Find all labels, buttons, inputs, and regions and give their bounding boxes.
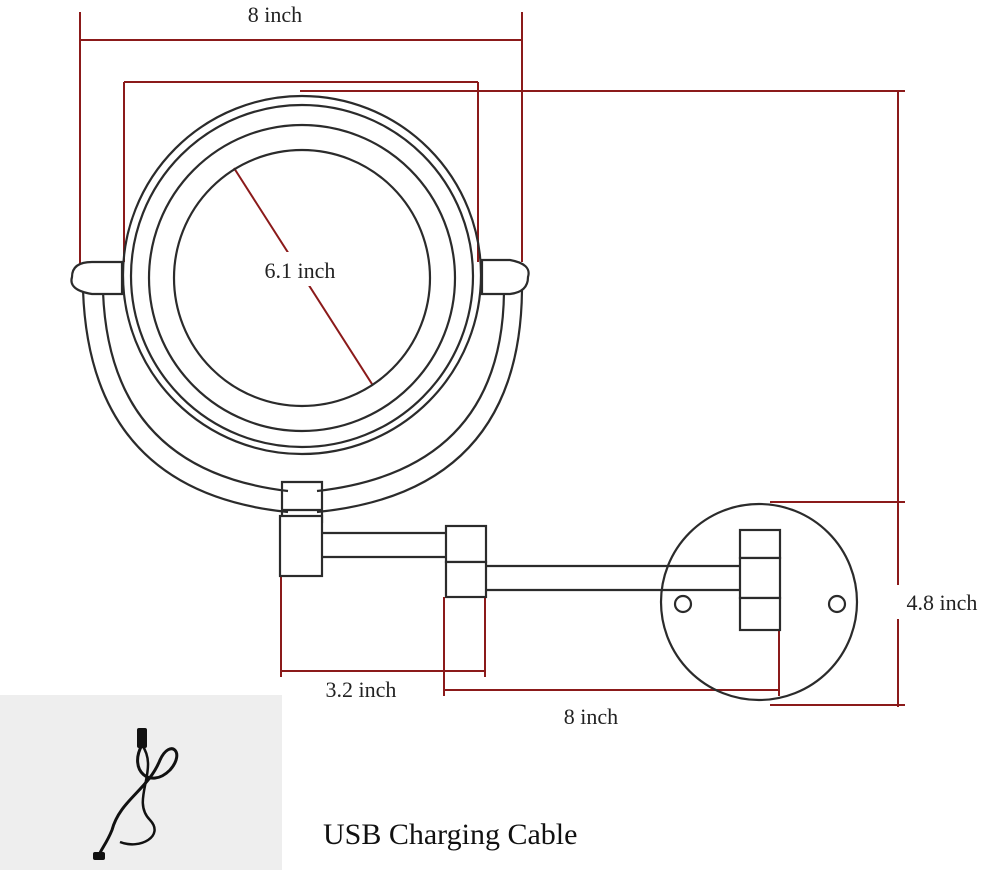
mirror-frame-outer <box>121 94 483 456</box>
support-bracket-inner <box>101 291 506 493</box>
cable-wire <box>96 744 179 859</box>
usb-plug <box>137 728 147 748</box>
dim-arm-short-label: 3.2 inch <box>326 677 397 702</box>
mirror-frame-inner <box>147 123 457 433</box>
wall-bracket-top <box>738 528 782 560</box>
dim-mirror-diameter-label: 6.1 inch <box>265 258 336 283</box>
wall-bracket-bottom <box>738 596 782 632</box>
mirror-glass <box>172 148 432 408</box>
dim-arm-long-label: 8 inch <box>564 704 618 729</box>
wall-bracket-middle <box>738 556 782 600</box>
dimension-labels: 8 inch 6.1 inch 4.8 inch 3.2 inch 8 inch <box>242 2 994 729</box>
mirror-diameter-label-bg <box>242 252 360 286</box>
elbow-joint-upper <box>444 524 488 564</box>
dimension-lines <box>79 12 905 707</box>
dim-height-label: 4.8 inch <box>907 590 978 615</box>
screw-hole-left <box>673 594 693 614</box>
wall-mount-plate <box>659 502 859 702</box>
right-pivot-knob <box>480 258 530 296</box>
cable-wire-secondary <box>119 744 156 846</box>
mirror-head <box>70 94 530 514</box>
support-bracket-outer <box>81 289 524 514</box>
height-label-bg <box>890 585 994 619</box>
usb-cable-icon <box>93 728 179 860</box>
elbow-joint-lower <box>444 560 488 599</box>
wall-plate <box>659 502 859 702</box>
dc-plug <box>93 852 105 860</box>
usb-cable-caption: USB Charging Cable <box>323 818 578 851</box>
left-pivot-knob <box>70 260 124 296</box>
extension-arm <box>278 480 742 599</box>
usb-cable-inset <box>0 695 282 870</box>
inset-background <box>0 695 282 870</box>
screw-hole-right <box>827 594 847 614</box>
first-joint-block <box>278 514 324 578</box>
dim-top-width-label: 8 inch <box>248 2 302 27</box>
mirror-frame-mid <box>129 103 475 449</box>
